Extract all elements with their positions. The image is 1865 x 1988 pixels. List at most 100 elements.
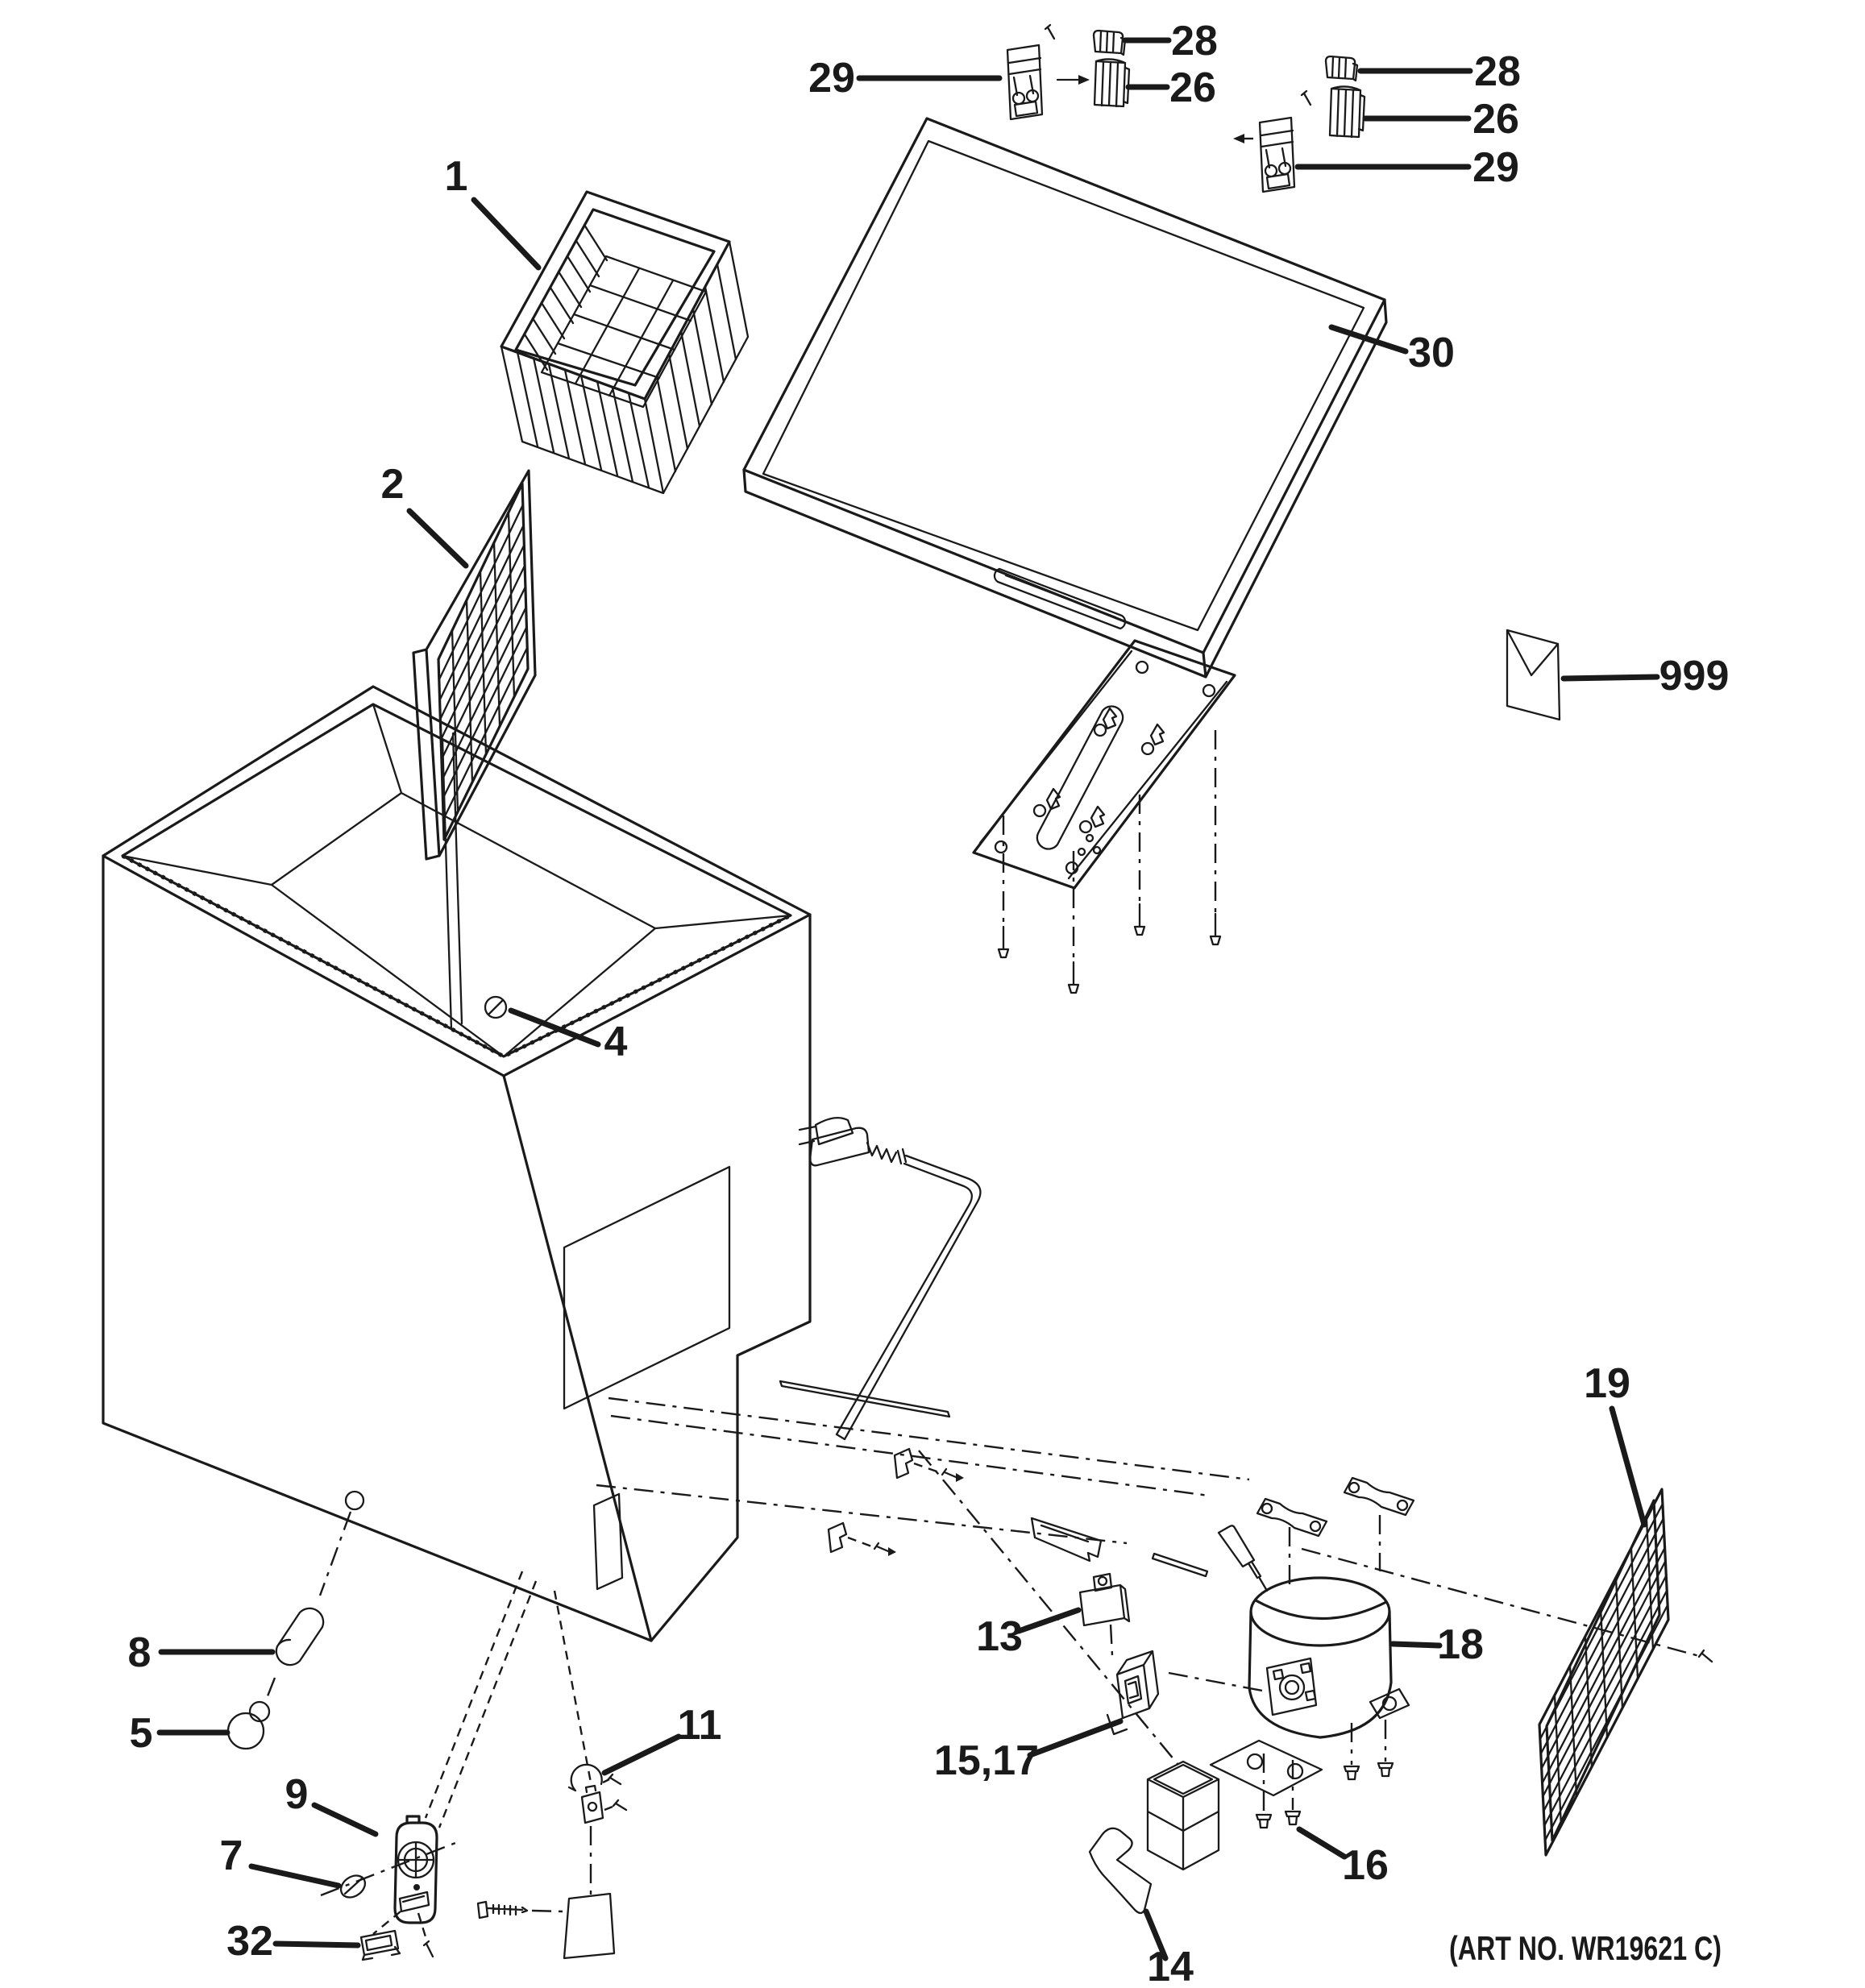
grille2-grid	[438, 503, 529, 821]
thermostat-cluster	[320, 1571, 628, 1961]
tube-clips	[779, 1380, 964, 1556]
machine-compartment-opening	[563, 1165, 731, 1410]
callout-label-19: 19	[1584, 1360, 1630, 1407]
callout-leader-19	[1609, 1405, 1647, 1528]
callout-label-28: 28	[1474, 48, 1521, 95]
cover-trapezoid	[563, 1892, 616, 1960]
thermostat-axis	[320, 1841, 456, 1897]
callout-label-28: 28	[1171, 18, 1218, 64]
capillary-rod	[779, 1380, 951, 1418]
hinge-left	[1006, 23, 1090, 121]
plate-slot	[1036, 705, 1124, 850]
basket-floor-grid	[540, 255, 708, 409]
hinge-right-arrowhead-icon	[1233, 134, 1244, 143]
relay-15-17	[1106, 1650, 1160, 1736]
plate-locator-arrows	[1045, 707, 1165, 828]
callout-leader-4	[508, 1007, 601, 1048]
assembly-axes	[596, 1397, 1703, 1766]
callout-leader-11	[601, 1733, 682, 1776]
callout-label-30: 30	[1408, 330, 1455, 376]
cabinet-interior	[121, 703, 792, 1058]
callout-label-11: 11	[678, 1702, 722, 1749]
cabinet-front-face	[102, 854, 653, 1642]
bracket-screws	[606, 1773, 628, 1812]
cover-box	[1146, 1760, 1220, 1871]
hinge-right-screw-icon	[1300, 89, 1312, 106]
cabinet-front-hole	[344, 1490, 365, 1511]
divider-grille-part	[412, 469, 537, 861]
callout-label-13: 13	[976, 1613, 1023, 1660]
roller-axis	[264, 1511, 352, 1701]
callout-label-1: 1	[445, 153, 468, 200]
plate-outline	[972, 639, 1236, 890]
connector-32	[359, 1929, 401, 1961]
clip-2-arrowhead	[888, 1547, 896, 1556]
grille19-grid	[1539, 1502, 1669, 1842]
capacitor-13	[1078, 1572, 1131, 1627]
callout-leader-7	[248, 1863, 342, 1889]
construction-lines	[596, 1397, 1713, 1766]
clip-1-dash	[913, 1462, 942, 1475]
callout-label-8: 8	[128, 1629, 152, 1676]
compressor-dome	[1249, 1576, 1391, 1647]
strap-2	[1343, 1476, 1415, 1517]
callout-leader-14	[1143, 1908, 1169, 1961]
basket-front-wires	[516, 351, 650, 489]
callout-label-999: 999	[1659, 653, 1730, 699]
cord-wire	[835, 1154, 982, 1441]
rear-grille-part	[1538, 1488, 1670, 1857]
grommet-axes	[1262, 1720, 1387, 1812]
basket-back-wires	[523, 223, 609, 371]
lid-inner-rim	[762, 139, 1365, 632]
callout-leader-16	[1296, 1826, 1348, 1860]
hinge-left-arrowhead-icon	[1078, 75, 1090, 85]
callout-label-26: 26	[1472, 96, 1519, 143]
tube-rod	[1151, 1552, 1209, 1578]
hinge-left-body	[1006, 44, 1044, 121]
callout-leader-30	[1328, 324, 1409, 355]
grommets-16	[1255, 1762, 1394, 1829]
cabinet-right-face	[650, 913, 812, 1642]
cord-strain-relief	[866, 1141, 908, 1165]
callout-label-32: 32	[226, 1918, 273, 1965]
lid-skirt	[742, 298, 1388, 679]
hinge-shafts-26	[1093, 58, 1366, 139]
basket-body-outline	[500, 240, 750, 495]
capacitor-part	[1078, 1572, 1131, 1627]
callout-label-2: 2	[381, 461, 405, 508]
screw-7	[339, 1874, 367, 1899]
cabinet-part	[102, 685, 812, 1642]
callout-leader-9	[311, 1802, 379, 1837]
bracket-screw-dashes	[602, 1778, 613, 1812]
thermostat-guide-dashes	[372, 1571, 592, 1943]
envelope-999	[1506, 629, 1561, 721]
hinge-left-screw-icon	[1044, 23, 1056, 40]
strap-1	[1256, 1497, 1328, 1538]
callout-leader-13	[1016, 1607, 1082, 1634]
thermostat-window	[398, 1890, 430, 1913]
cap28-left	[1092, 29, 1127, 56]
shaft26-right	[1328, 85, 1366, 139]
drain-plug-4	[484, 995, 508, 1019]
thermostat-dial	[397, 1841, 435, 1879]
callout-label-26: 26	[1169, 64, 1216, 111]
clip-1	[893, 1447, 914, 1480]
plug-button-5	[226, 1700, 271, 1750]
bracket-14	[1088, 1827, 1153, 1915]
callout-label-18: 18	[1437, 1621, 1484, 1668]
shaft26-left	[1093, 58, 1131, 108]
cord-plug	[798, 1116, 870, 1167]
compressor-terminal	[1265, 1657, 1318, 1716]
callout-label-9: 9	[285, 1771, 309, 1818]
clip-2-dash	[847, 1536, 874, 1549]
callout-label-5: 5	[130, 1710, 153, 1757]
lid-part	[742, 117, 1388, 679]
compartment-plate	[592, 1492, 624, 1591]
clip-hook-11	[567, 1763, 603, 1792]
plate-screw-axes	[1002, 730, 1217, 961]
lid-top	[742, 117, 1386, 654]
callout-leader-999	[1560, 674, 1660, 682]
hinge-right-body	[1258, 116, 1296, 193]
callout-label-15,17: 15,17	[934, 1737, 1039, 1784]
